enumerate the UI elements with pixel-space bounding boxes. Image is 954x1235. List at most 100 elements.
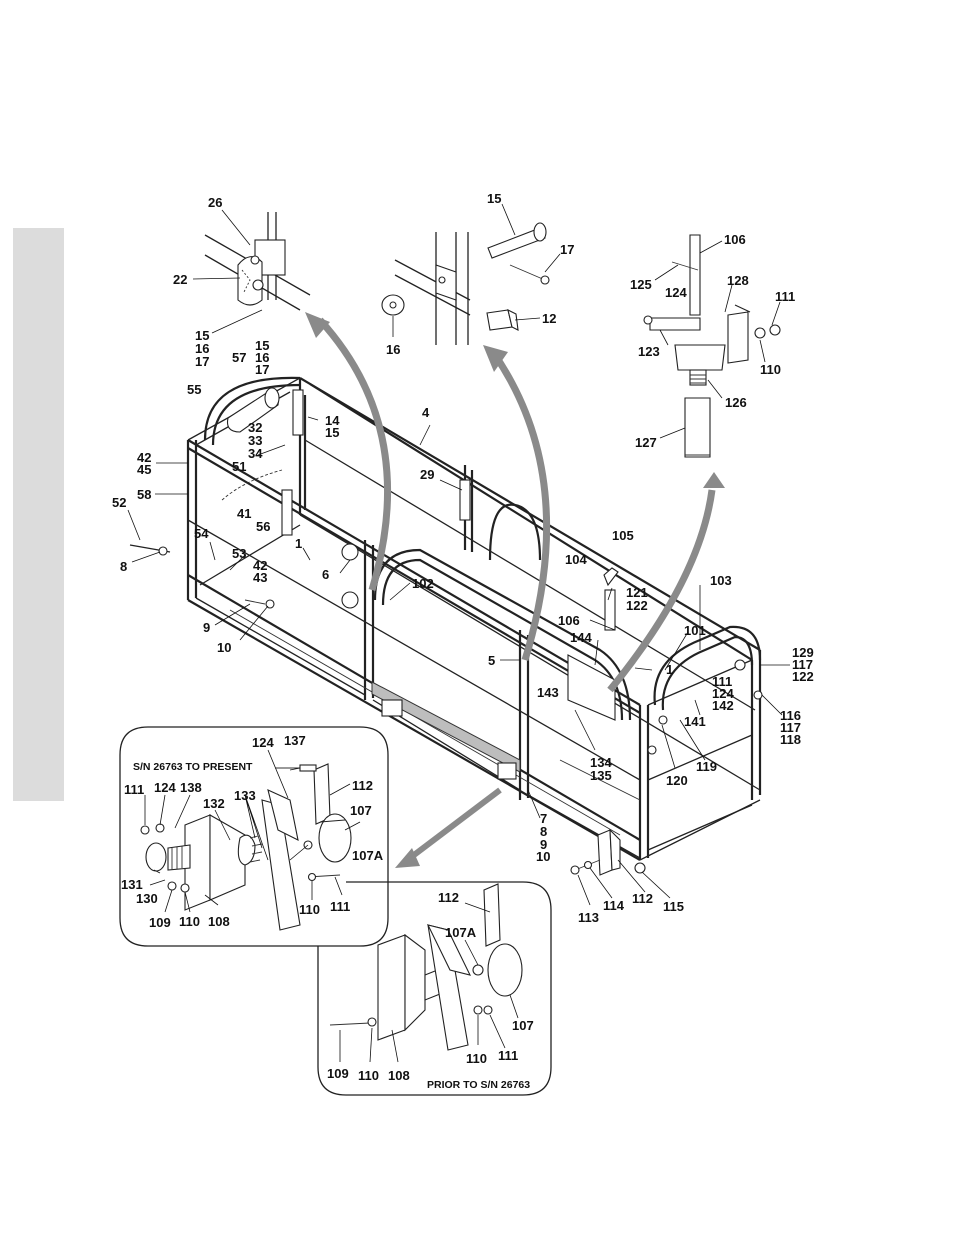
callout: 15 <box>255 338 269 353</box>
callout: 122 <box>792 669 814 684</box>
callout: 1 <box>295 536 302 551</box>
callout: 117 <box>792 657 813 672</box>
detail-arrows <box>305 312 725 868</box>
callout: 33 <box>248 433 262 448</box>
callout: 106 <box>724 232 746 247</box>
callout: 112 <box>352 778 373 793</box>
callout: 26 <box>208 195 222 210</box>
callout: 29 <box>420 467 434 482</box>
callout: 32 <box>248 420 262 435</box>
callout: 111 <box>712 674 732 689</box>
callout: 17 <box>195 354 209 369</box>
callout: 7 <box>540 811 547 826</box>
callout: 123 <box>638 344 660 359</box>
section-side-tab <box>13 228 64 801</box>
callout: 122 <box>626 598 648 613</box>
callout: 110 <box>760 362 781 377</box>
callout: 102 <box>412 576 434 591</box>
callout: 105 <box>612 528 634 543</box>
callout: 107A <box>445 925 477 940</box>
callout: 111 <box>498 1048 518 1063</box>
bottom-hardware <box>570 828 646 876</box>
callout: 111 <box>330 899 350 914</box>
callout: 127 <box>635 435 657 450</box>
callout: 124 <box>154 780 176 795</box>
callout: 125 <box>630 277 652 292</box>
callout: 142 <box>712 698 734 713</box>
callout: 128 <box>727 273 749 288</box>
callout: 55 <box>187 382 201 397</box>
callout: 137 <box>284 733 306 748</box>
callout: 108 <box>388 1068 410 1083</box>
callout: 104 <box>565 552 587 567</box>
callout: 138 <box>180 780 202 795</box>
callout: 16 <box>195 341 209 356</box>
inset-current <box>119 726 389 947</box>
callout: 1 <box>666 662 673 677</box>
callout: 42 <box>137 450 151 465</box>
callout: 116 <box>780 708 801 723</box>
callout: 118 <box>780 732 801 747</box>
callout: 5 <box>488 653 495 668</box>
callout: 144 <box>570 630 592 645</box>
callout: 52 <box>112 495 126 510</box>
callout: 143 <box>537 685 559 700</box>
callout: 110 <box>299 902 320 917</box>
callout: 9 <box>203 620 210 635</box>
callout: 8 <box>540 824 547 839</box>
callout: 101 <box>684 623 706 638</box>
callout: 126 <box>725 395 747 410</box>
callout: 131 <box>121 877 143 892</box>
callout: 114 <box>603 898 625 913</box>
serial-note-prior: PRIOR TO S/N 26763 <box>427 1079 530 1091</box>
callout: 112 <box>632 891 653 906</box>
callout: 15 <box>195 328 209 343</box>
callout: 124 <box>712 686 734 701</box>
callout: 8 <box>120 559 127 574</box>
callout: 34 <box>248 446 263 461</box>
callout: 4 <box>422 405 430 420</box>
callout: 14 <box>325 413 340 428</box>
callout: 45 <box>137 462 151 477</box>
callout: 110 <box>358 1068 379 1083</box>
callout: 17 <box>255 362 269 377</box>
callout: 16 <box>255 350 269 365</box>
callout: 56 <box>256 519 270 534</box>
callout: 107 <box>350 803 372 818</box>
callout: 111 <box>775 289 795 304</box>
part-labels: 26 22 15 16 17 15 17 12 16 106 125 128 1… <box>112 191 814 1091</box>
callout: 42 <box>253 558 267 573</box>
callout: 130 <box>136 891 158 906</box>
callout: 135 <box>590 768 612 783</box>
callout: 107A <box>352 848 384 863</box>
callout: 109 <box>327 1066 349 1081</box>
serial-note-current: S/N 26763 TO PRESENT <box>133 761 253 773</box>
callout: 120 <box>666 773 688 788</box>
callout: 110 <box>179 914 200 929</box>
callout: 107 <box>512 1018 534 1033</box>
callout: 103 <box>710 573 732 588</box>
callout: 22 <box>173 272 187 287</box>
callout: 10 <box>217 640 231 655</box>
callout: 141 <box>684 714 706 729</box>
callout: 108 <box>208 914 230 929</box>
callout: 106 <box>558 613 580 628</box>
callout: 115 <box>663 899 684 914</box>
detail-pin-bracket <box>381 222 550 345</box>
callout: 119 <box>696 759 717 774</box>
detail-latch <box>643 234 781 458</box>
callout: 6 <box>322 567 329 582</box>
callout: 58 <box>137 487 151 502</box>
callout: 43 <box>253 570 267 585</box>
callout: 124 <box>252 735 274 750</box>
callout: 41 <box>237 506 251 521</box>
callout: 54 <box>194 526 209 541</box>
callout: 112 <box>438 890 459 905</box>
inset-prior <box>317 881 552 1096</box>
callout: 113 <box>578 910 599 925</box>
callout: 129 <box>792 645 814 660</box>
callout: 15 <box>325 425 339 440</box>
callout: 132 <box>203 796 225 811</box>
callout: 110 <box>466 1051 487 1066</box>
